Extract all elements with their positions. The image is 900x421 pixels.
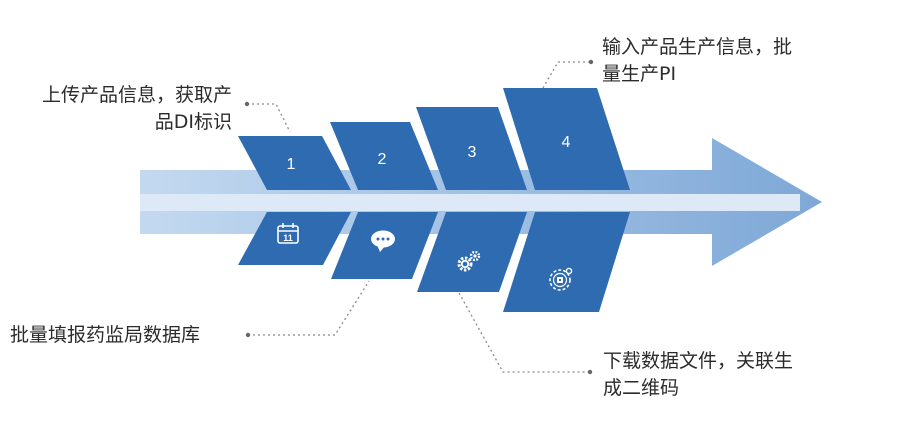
step-3-lower-block	[417, 212, 527, 292]
step-1-label: 上传产品信息，获取产 品DI标识	[41, 84, 232, 133]
qr-gear-icon	[549, 267, 573, 291]
step-1-upper-block	[238, 136, 351, 190]
gears-icon	[457, 250, 481, 272]
leader-step-3	[458, 292, 590, 373]
chat-bubble-icon	[371, 230, 395, 252]
step-2-number: 2	[378, 151, 387, 168]
step-3-upper-block	[416, 107, 527, 190]
step-4-number: 4	[562, 134, 571, 151]
step-4-label: 输入产品生产信息，批 量生产PI	[602, 36, 793, 85]
lower-blocks	[238, 212, 630, 312]
leader-step-1	[247, 103, 291, 133]
step-2-label: 批量填报药监局数据库	[10, 324, 201, 346]
step-3-number: 3	[468, 144, 477, 161]
leader-lines	[244, 59, 594, 375]
calendar-icon: 11	[277, 223, 299, 244]
upper-blocks	[238, 88, 630, 190]
step-2-upper-block	[330, 122, 438, 190]
step-4-upper-block	[503, 88, 630, 190]
arrow-center-band	[140, 194, 800, 211]
step-3-label: 下载数据文件，关联生 成二维码	[603, 350, 794, 399]
calendar-icon-text: 11	[283, 233, 293, 243]
step-1-number: 1	[287, 156, 296, 173]
leader-step-4	[542, 61, 591, 89]
leader-step-2	[248, 280, 370, 336]
step-4-lower-block	[503, 212, 630, 312]
step-1-lower-block	[238, 212, 351, 265]
